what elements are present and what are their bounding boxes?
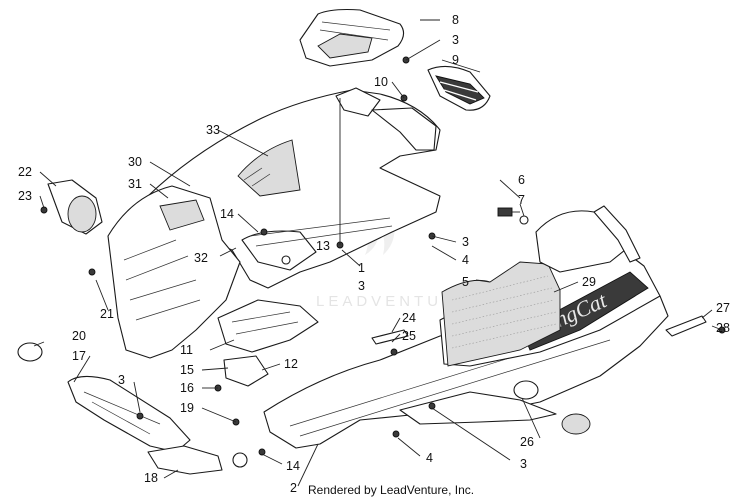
callout-14: 14 [220,207,234,221]
fasteners [40,56,726,456]
watermark-text: LEADVENTURE [316,293,471,310]
part-29-front-fender [535,205,641,273]
part-11-lower-bracket [217,299,319,353]
callout-17: 17 [72,349,86,363]
callout-3: 3 [358,279,365,293]
callout-30: 30 [128,155,142,169]
callout-4: 4 [426,451,433,465]
callout-22: 22 [18,165,32,179]
callout-3: 3 [452,33,459,47]
callout-14: 14 [286,459,300,473]
part-17-front-bumper [67,375,191,453]
part-26-cover-b [561,413,591,435]
part-6-bolt [497,207,529,225]
callout-13: 13 [316,239,330,253]
callout-10: 10 [374,75,388,89]
callout-4: 4 [462,253,469,267]
callout-33: 33 [206,123,220,137]
callout-18: 18 [144,471,158,485]
leader-lines [33,19,723,487]
part-9-vent-grille [427,65,491,111]
callout-3: 3 [118,373,125,387]
part-18-lower-skid [147,445,248,475]
part-28-plate [665,315,707,337]
callout-1: 1 [358,261,365,275]
callout-6: 6 [518,173,525,187]
callout-16: 16 [180,381,194,395]
callout-3: 3 [520,457,527,471]
render-credit: Rendered by LeadVenture, Inc. [308,483,474,497]
callout-12: 12 [284,357,298,371]
callout-2: 2 [290,481,297,495]
callout-15: 15 [180,363,194,377]
part-8-dash-panel [299,8,405,67]
part-24-plate [371,329,409,345]
part-30-side-panel [107,185,241,359]
callout-21: 21 [100,307,114,321]
callout-7: 7 [518,193,525,207]
callout-5: 5 [462,275,469,289]
part-12-small-bracket [223,355,269,387]
callout-29: 29 [582,275,596,289]
callout-19: 19 [180,401,194,415]
part-26-cover-a [513,380,539,400]
callout-24: 24 [402,311,416,325]
callout-3: 3 [462,235,469,249]
callout-8: 8 [452,13,459,27]
callout-9: 9 [452,53,459,67]
callout-26: 26 [520,435,534,449]
callout-20: 20 [72,329,86,343]
part-22-headlight-cone [47,179,103,235]
callout-31: 31 [128,177,142,191]
callout-11: 11 [180,343,193,357]
callout-25: 25 [402,329,416,343]
callout-23: 23 [18,189,32,203]
callout-28: 28 [716,321,730,335]
part-20-ring [17,342,43,362]
callout-27: 27 [716,301,730,315]
callout-labels: 8 3 9 10 33 30 31 22 23 6 7 14 13 3 4 32… [18,13,730,495]
callout-32: 32 [194,251,208,265]
